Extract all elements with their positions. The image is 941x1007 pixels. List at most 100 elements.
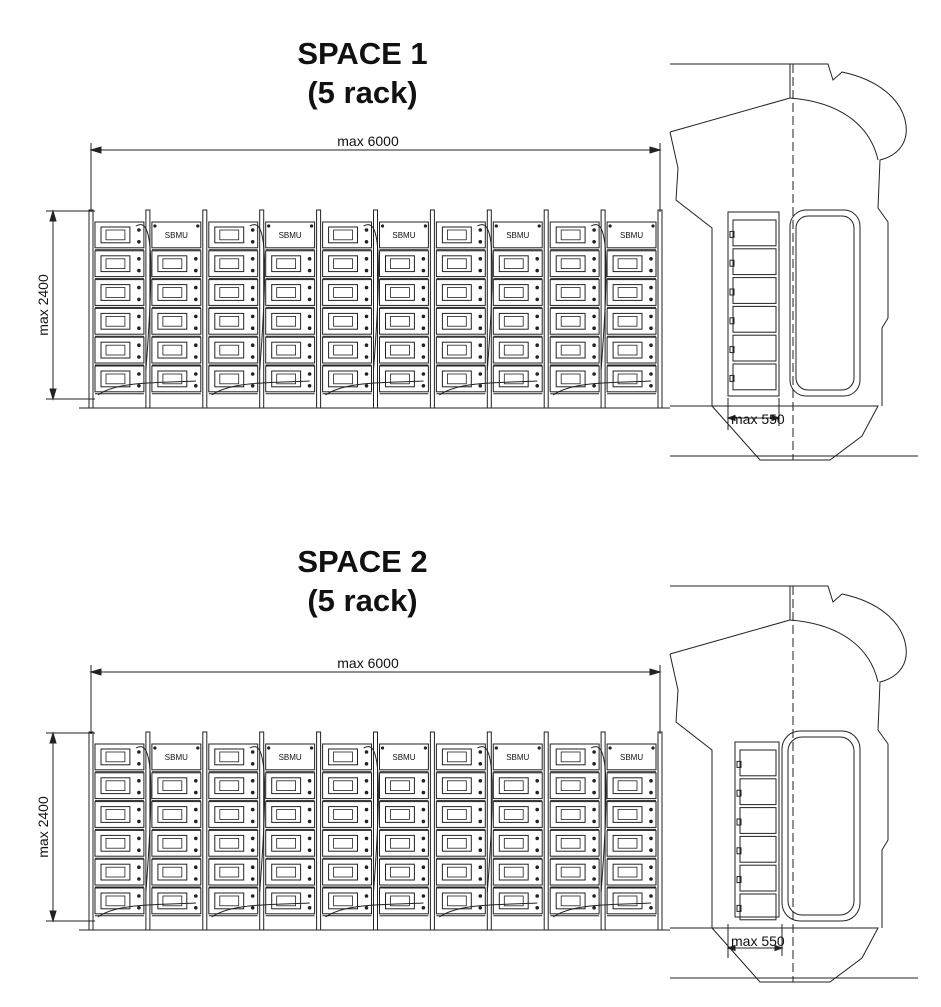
- battery-module: [322, 829, 373, 859]
- battery-module: [379, 336, 429, 366]
- space-2-hull-section: [669, 585, 918, 983]
- cable: [97, 902, 196, 918]
- rack-post: [88, 209, 94, 409]
- battery-module: [435, 307, 486, 337]
- space-2-height-dimension: [46, 731, 95, 923]
- battery-module: [549, 250, 600, 280]
- battery-module: [435, 250, 486, 280]
- space-2-width-dimension: [89, 665, 662, 734]
- space-2-title-line1: SPACE 2: [297, 544, 428, 579]
- battery-module: [435, 829, 486, 859]
- sbmu-label: SBMU: [279, 231, 302, 240]
- cable: [477, 224, 493, 371]
- battery-module: [208, 307, 259, 337]
- battery-module: [94, 829, 145, 859]
- space-1-front-view: SBMU SBMU SBMU SBMU SBMU: [79, 209, 670, 409]
- battery-module: SBMU: [492, 743, 543, 773]
- battery-module: SBMU: [606, 221, 657, 251]
- battery-module: [265, 801, 316, 830]
- battery-module: [492, 250, 543, 280]
- battery-module: [265, 772, 316, 802]
- battery-module: SBMU: [379, 743, 429, 773]
- rack-post: [316, 731, 322, 931]
- cable: [477, 746, 493, 893]
- battery-module: SBMU: [151, 221, 202, 251]
- space-1-title: SPACE 1 (5 rack): [220, 34, 505, 112]
- battery-module: [549, 221, 600, 251]
- battery-module: [94, 801, 145, 830]
- battery-module: [265, 250, 316, 280]
- battery-module: [94, 221, 145, 251]
- battery-module: [322, 307, 373, 337]
- battery-module: [151, 858, 202, 888]
- battery-module: [606, 858, 657, 888]
- side-module: [736, 864, 777, 892]
- battery-module: [549, 801, 600, 830]
- battery-module: [265, 365, 316, 395]
- battery-module: SBMU: [151, 743, 202, 773]
- rack-post: [657, 209, 663, 409]
- battery-module: [151, 887, 202, 917]
- cable: [590, 224, 607, 371]
- battery-module: [208, 829, 259, 859]
- side-module: [729, 363, 777, 391]
- sbmu-label: SBMU: [392, 231, 415, 240]
- battery-module: [549, 887, 600, 917]
- battery-module: [151, 307, 202, 337]
- battery-module: [94, 365, 145, 395]
- battery-module: [208, 365, 259, 395]
- battery-module: [435, 858, 486, 888]
- battery-module: [151, 336, 202, 366]
- space-2-depth-label: max 550: [731, 933, 785, 949]
- rack-post: [657, 731, 663, 931]
- battery-module: SBMU: [492, 221, 543, 251]
- battery-module: [265, 887, 316, 917]
- battery-module: [492, 887, 543, 917]
- cable: [363, 224, 379, 371]
- space-1-height-label: max 2400: [35, 274, 51, 336]
- space-2-width-label: max 6000: [337, 655, 399, 671]
- battery-module: [379, 772, 429, 802]
- battery-module: [549, 829, 600, 859]
- side-module: [736, 835, 777, 863]
- cable: [363, 746, 379, 893]
- battery-module: [606, 279, 657, 308]
- cable: [325, 902, 424, 918]
- battery-module: [208, 221, 259, 251]
- space-2-title-line2: (5 rack): [307, 583, 418, 618]
- battery-module: [492, 829, 543, 859]
- cable: [97, 380, 196, 396]
- battery-module: [322, 250, 373, 280]
- battery-module: [208, 279, 259, 308]
- battery-module: [265, 279, 316, 308]
- cable: [552, 380, 652, 396]
- cable: [211, 902, 310, 918]
- side-module: [729, 305, 777, 333]
- cable: [325, 380, 424, 396]
- sbmu-label: SBMU: [506, 753, 529, 762]
- side-module: [736, 778, 777, 806]
- battery-module: [94, 336, 145, 366]
- sbmu-label: SBMU: [279, 753, 302, 762]
- battery-module: [606, 887, 657, 917]
- space-2-side-rack: [736, 749, 777, 921]
- cable: [249, 746, 266, 893]
- sbmu-label: SBMU: [620, 231, 643, 240]
- battery-module: [549, 743, 600, 773]
- battery-module: SBMU: [265, 743, 316, 773]
- battery-module: [549, 336, 600, 366]
- rack-post: [202, 209, 208, 409]
- battery-module: [322, 221, 373, 251]
- battery-module: [379, 250, 429, 280]
- battery-module: [208, 250, 259, 280]
- battery-module: [94, 887, 145, 917]
- battery-module: [435, 279, 486, 308]
- battery-module: [379, 307, 429, 337]
- side-module: [729, 277, 777, 304]
- battery-module: [322, 365, 373, 395]
- side-module: [736, 893, 777, 921]
- space-1-height-dimension: [46, 209, 95, 401]
